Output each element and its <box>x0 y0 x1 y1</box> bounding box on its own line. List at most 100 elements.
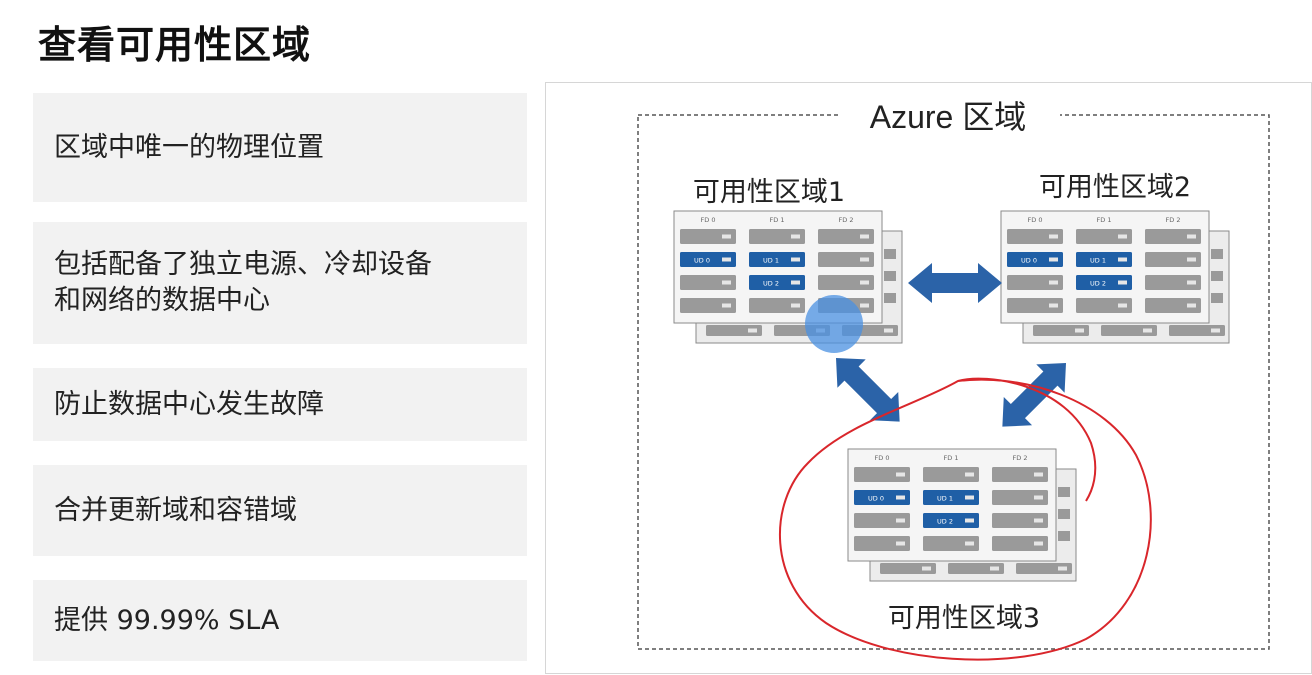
info-card-text: 合并更新域和容错域 <box>54 494 297 526</box>
arrow-zone1-zone2 <box>908 263 1002 303</box>
info-card-protect-failure: 防止数据中心发生故障 <box>33 368 527 441</box>
region-label-backdrop <box>838 97 1060 137</box>
server-unit <box>854 467 910 482</box>
server-slot <box>860 303 869 308</box>
server-unit <box>1101 325 1157 336</box>
arrows <box>836 263 1066 427</box>
red-annotation-circle <box>778 377 1152 661</box>
info-card-sla: 提供 99.99% SLA <box>33 580 527 661</box>
server-slot <box>884 328 893 333</box>
server-slot <box>860 280 869 285</box>
update-domain-server <box>854 490 910 505</box>
server-unit <box>749 298 805 313</box>
server-slot <box>1187 303 1196 308</box>
server-unit <box>1007 229 1063 244</box>
server-unit <box>1016 563 1072 574</box>
server-slot <box>791 234 800 239</box>
update-domain-label: UD 1 <box>1090 257 1106 265</box>
server-unit <box>706 325 762 336</box>
server-unit <box>1033 325 1089 336</box>
server-unit <box>923 536 979 551</box>
server-unit <box>1145 298 1201 313</box>
fault-domain-label: FD 1 <box>770 216 785 224</box>
server-unit <box>680 229 736 244</box>
server-slot <box>722 234 731 239</box>
server-slot <box>896 541 905 546</box>
server-slot <box>1034 541 1043 546</box>
page-title: 查看可用性区域 <box>38 23 312 67</box>
update-domain-label: UD 2 <box>937 518 953 526</box>
server-slot <box>791 303 800 308</box>
server-unit <box>818 229 874 244</box>
rack-side-unit <box>1211 249 1223 259</box>
server-unit <box>992 490 1048 505</box>
server-slot <box>722 303 731 308</box>
info-card-text: 防止数据中心发生故障 <box>54 388 324 420</box>
server-unit <box>1076 229 1132 244</box>
server-unit <box>992 513 1048 528</box>
zone-1-racks: FD 0UD 0FD 1UD 1UD 2FD 2 <box>673 210 903 344</box>
info-card-text: 包括配备了独立电源、冷却设备 和网络的数据中心 <box>54 249 432 316</box>
server-slot <box>1049 303 1058 308</box>
server-unit <box>948 563 1004 574</box>
server-slot <box>1211 328 1220 333</box>
zone-2-racks: FD 0UD 0FD 1UD 1UD 2FD 2 <box>1000 210 1230 344</box>
fault-domain-label: FD 2 <box>1166 216 1181 224</box>
update-domain-server <box>749 252 805 267</box>
server-slot <box>1118 303 1127 308</box>
server-unit <box>1145 252 1201 267</box>
server-unit <box>749 229 805 244</box>
server-slot <box>922 566 931 571</box>
info-card-text: 提供 99.99% SLA <box>54 604 280 636</box>
server-slot <box>722 280 731 285</box>
info-card-unique-location: 区域中唯一的物理位置 <box>33 93 527 202</box>
server-unit <box>880 563 936 574</box>
fault-domain-label: FD 1 <box>944 454 959 462</box>
server-unit <box>818 252 874 267</box>
server-slot <box>860 234 869 239</box>
info-card-text: 区域中唯一的物理位置 <box>54 131 324 163</box>
server-slot <box>1118 280 1127 285</box>
update-domain-label: UD 1 <box>937 495 953 503</box>
info-card-update-fault-domains: 合并更新域和容错域 <box>33 465 527 556</box>
server-unit <box>1007 275 1063 290</box>
zone-label-3: 可用性区域3 <box>888 603 1040 634</box>
server-unit <box>1145 229 1201 244</box>
server-unit <box>680 298 736 313</box>
cursor-highlight <box>805 295 863 353</box>
rack-side-unit <box>884 271 896 281</box>
server-slot <box>896 472 905 477</box>
rack-side-unit <box>1211 293 1223 303</box>
update-domain-server <box>1007 252 1063 267</box>
server-slot <box>1118 234 1127 239</box>
zone-label-1: 可用性区域1 <box>693 177 845 208</box>
update-domain-server <box>923 490 979 505</box>
fault-domain-label: FD 0 <box>875 454 890 462</box>
update-domain-label: UD 2 <box>763 280 779 288</box>
server-slot <box>965 472 974 477</box>
update-domain-server <box>749 275 805 290</box>
server-slot <box>1049 234 1058 239</box>
update-domain-server <box>1076 275 1132 290</box>
update-domain-server <box>923 513 979 528</box>
server-unit <box>818 275 874 290</box>
server-slot <box>748 328 757 333</box>
server-unit <box>992 467 1048 482</box>
server-unit <box>1169 325 1225 336</box>
diagram-canvas: Azure 区域 可用性区域1 可用性区域2 可用性区域3 FD 0UD 0FD… <box>637 97 1270 661</box>
rack-side-unit <box>884 293 896 303</box>
server-slot <box>1187 234 1196 239</box>
server-slot <box>860 257 869 262</box>
server-slot <box>896 518 905 523</box>
arrow-zone1-zone3 <box>836 358 900 422</box>
info-card-datacenters: 包括配备了独立电源、冷却设备 和网络的数据中心 <box>33 222 527 344</box>
zone-3-racks: FD 0UD 0FD 1UD 1UD 2FD 2 <box>847 448 1077 582</box>
region-label: Azure 区域 <box>870 99 1027 135</box>
server-unit <box>854 513 910 528</box>
fault-domain-label: FD 0 <box>701 216 716 224</box>
server-slot <box>722 257 731 262</box>
server-slot <box>1187 280 1196 285</box>
fault-domain-label: FD 2 <box>1013 454 1028 462</box>
server-unit <box>992 536 1048 551</box>
